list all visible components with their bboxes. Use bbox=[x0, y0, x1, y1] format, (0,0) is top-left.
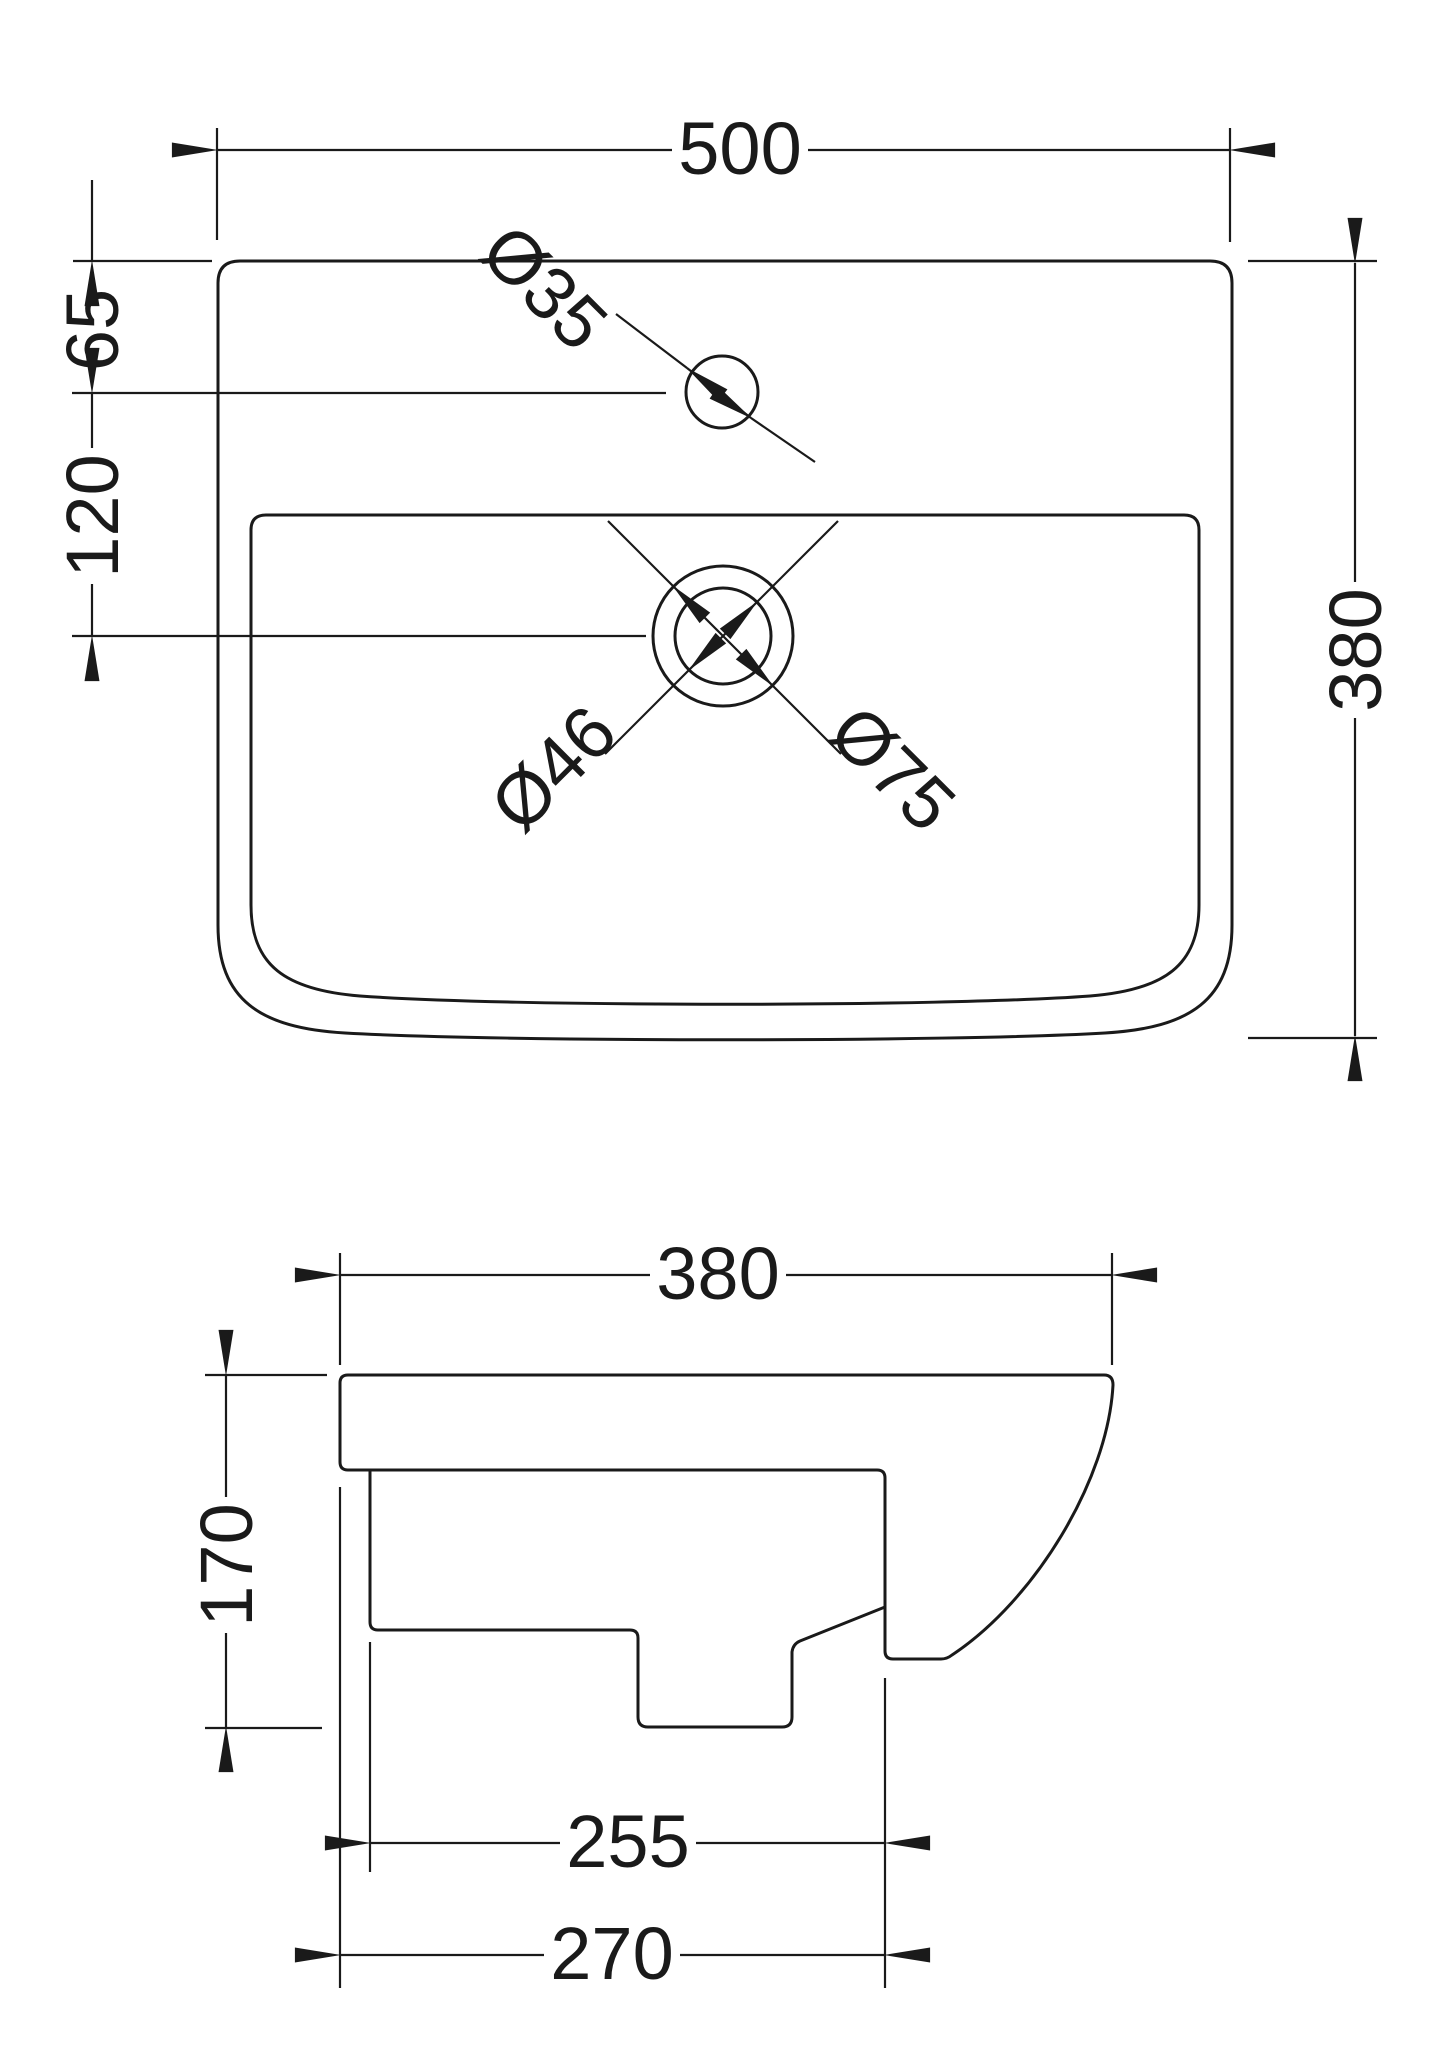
plan-view: 500 65 120 380 Ø35 Ø75 Ø46 bbox=[51, 107, 1397, 1082]
basin-outer-outline bbox=[216, 259, 1234, 1042]
dim-label-drain-inner: Ø46 bbox=[474, 689, 632, 847]
leader-46-b bbox=[604, 632, 727, 755]
drain-inner-circle bbox=[673, 586, 773, 686]
dim-label-500: 500 bbox=[678, 107, 801, 190]
dim-label-255: 255 bbox=[566, 1800, 689, 1883]
dim-label-380-plan: 380 bbox=[1314, 588, 1397, 711]
dim-label-65: 65 bbox=[51, 289, 134, 371]
tap-hole bbox=[684, 354, 760, 430]
basin-side-profile bbox=[338, 1373, 1115, 1661]
leader-tap-b bbox=[709, 386, 816, 463]
leader-46-a bbox=[719, 520, 839, 640]
dim-label-120: 120 bbox=[51, 454, 134, 577]
drain-outer-circle bbox=[651, 564, 795, 708]
dim-label-tap-diameter: Ø35 bbox=[466, 208, 624, 366]
pedestal-profile bbox=[368, 1468, 887, 1729]
dim-label-drain-outer: Ø75 bbox=[814, 689, 972, 847]
leader-75-b bbox=[735, 648, 842, 755]
side-view: 380 170 255 270 bbox=[185, 1232, 1158, 1995]
dim-label-170: 170 bbox=[185, 1503, 268, 1626]
dim-label-380-side: 380 bbox=[656, 1232, 779, 1315]
leader-tap-a bbox=[615, 313, 728, 402]
basin-inner-rim bbox=[249, 513, 1201, 1006]
dim-label-270: 270 bbox=[550, 1912, 673, 1995]
leader-75-a bbox=[607, 520, 711, 624]
leader-tap-diameter bbox=[686, 367, 752, 419]
